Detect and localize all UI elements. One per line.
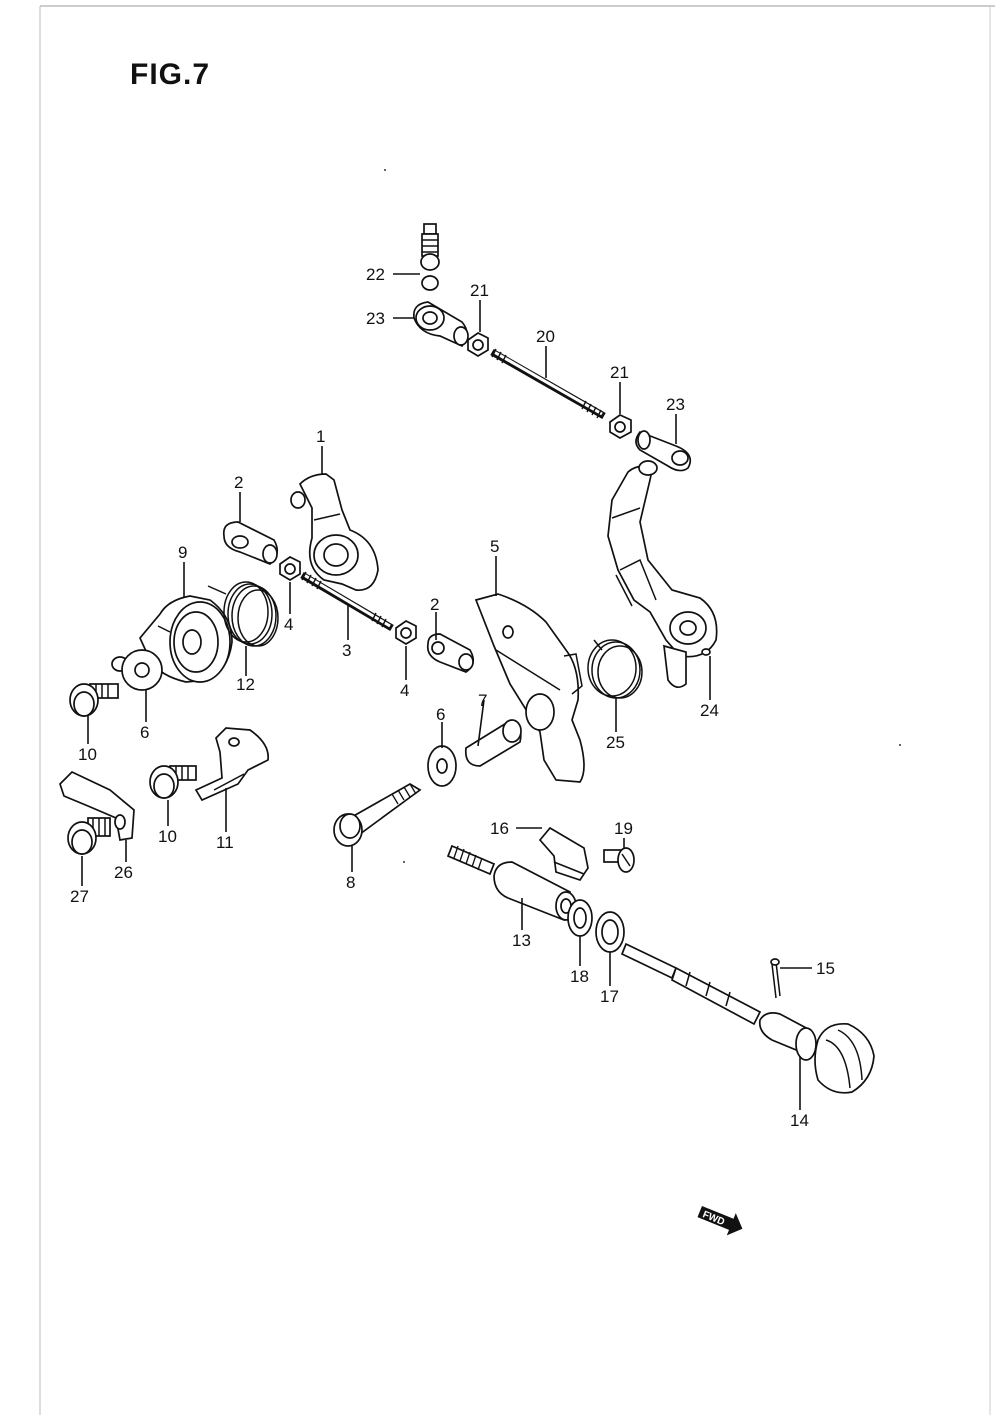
callout-20: 20 — [536, 327, 555, 346]
part-23-ball-joint-left — [412, 301, 469, 348]
callout-21: 21 — [470, 281, 489, 300]
callout-2: 2 — [234, 473, 243, 492]
callout-7: 7 — [478, 691, 487, 710]
callout-21: 21 — [610, 363, 629, 382]
callout-6: 6 — [436, 705, 445, 724]
fwd-arrow-icon: FWD — [697, 1206, 743, 1236]
callout-17: 17 — [600, 987, 619, 1006]
callout-18: 18 — [570, 967, 589, 986]
part-3-rod — [300, 571, 394, 632]
callout-19: 19 — [614, 819, 633, 838]
part-18-washer — [567, 899, 593, 937]
part-5-plate — [474, 593, 585, 783]
part-16-clip — [538, 826, 589, 882]
callout-27: 27 — [70, 887, 89, 906]
callout-13: 13 — [512, 931, 531, 950]
part-8-bolt — [333, 783, 422, 847]
callout-11: 11 — [216, 833, 234, 852]
callout-10: 10 — [78, 745, 97, 764]
part-15-cotter-pin — [770, 958, 781, 999]
callout-2: 2 — [430, 595, 439, 614]
callout-4: 4 — [400, 681, 409, 700]
part-24-lever — [607, 460, 718, 689]
callout-16: 16 — [490, 819, 509, 838]
callout-6: 6 — [140, 723, 149, 742]
part-10-bolt-upper — [69, 683, 119, 717]
callout-25: 25 — [606, 733, 625, 752]
callout-3: 3 — [342, 641, 351, 660]
callout-10: 10 — [158, 827, 177, 846]
part-2-link-lower — [426, 633, 475, 673]
part-22-screw — [420, 223, 440, 291]
part-12-spring — [207, 581, 279, 647]
part-7-collar — [464, 719, 522, 767]
part-6-washer-middle — [427, 745, 457, 787]
callout-23: 23 — [666, 395, 685, 414]
part-19-screw — [603, 847, 635, 873]
part-4-nut-upper — [279, 556, 301, 581]
part-11-bracket — [194, 727, 270, 802]
part-1-throttle-arm — [290, 473, 379, 591]
fwd-label: FWD — [701, 1209, 726, 1228]
part-21-nut-lower — [609, 414, 632, 439]
callout-26: 26 — [114, 863, 133, 882]
callout-22: 22 — [366, 265, 385, 284]
callout-24: 24 — [700, 701, 719, 720]
callout-15: 15 — [816, 959, 835, 978]
part-17-washer — [595, 911, 625, 953]
callout-8: 8 — [346, 873, 355, 892]
part-25-spring — [587, 639, 643, 699]
callout-1: 1 — [316, 427, 325, 446]
part-21-nut-upper — [467, 332, 489, 357]
callout-9: 9 — [178, 543, 187, 562]
part-27-bolt — [67, 817, 111, 855]
figure-title: FIG.7 — [130, 58, 211, 91]
part-2-link-upper — [222, 521, 279, 565]
part-6-washer-left — [121, 649, 163, 691]
part-26-clip — [59, 770, 135, 841]
callout-14: 14 — [790, 1111, 809, 1130]
callout-labels: 22 23 21 20 21 23 1 2 9 4 3 2 4 5 12 6 1… — [70, 265, 835, 1130]
callout-23: 23 — [366, 309, 385, 328]
part-10-bolt-lower — [149, 765, 197, 799]
part-9-cam — [111, 595, 233, 683]
part-14-knob — [620, 942, 875, 1094]
part-4-nut-lower — [395, 620, 417, 645]
part-13-shaft — [446, 844, 577, 922]
part-20-rod — [490, 348, 606, 420]
callout-4: 4 — [284, 615, 293, 634]
callout-12: 12 — [236, 675, 255, 694]
leader-lines — [81, 273, 812, 1110]
callout-5: 5 — [490, 537, 499, 556]
part-23-ball-joint-right — [635, 430, 692, 472]
